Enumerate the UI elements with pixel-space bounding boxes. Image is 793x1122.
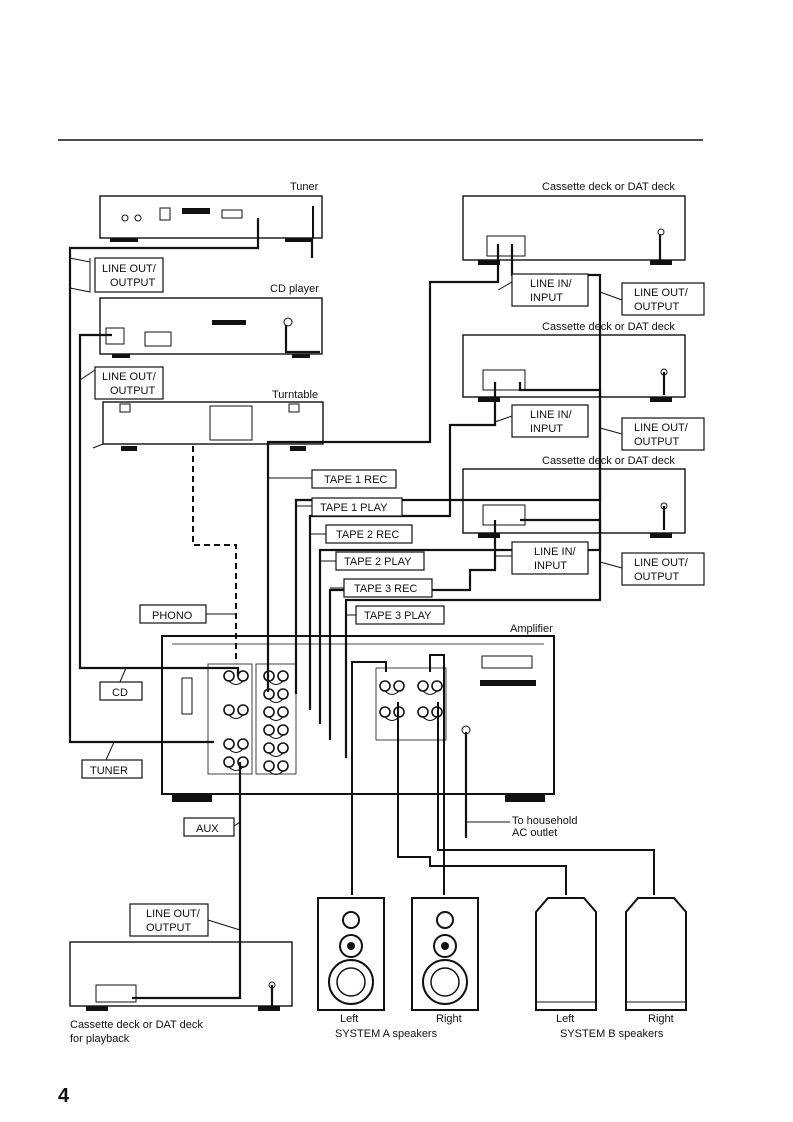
label-deck2-out: LINE OUT/ OUTPUT [599, 417, 705, 451]
label-tape3-rec: TAPE 3 REC [330, 578, 433, 598]
speaker-b-left-label: Left [556, 1013, 574, 1025]
label-tuner-text: TUNER [90, 765, 128, 777]
label-deck1-out-line2: OUTPUT [634, 301, 680, 313]
amp-input-jack [223, 756, 249, 771]
cassette-deck-2-unit [462, 334, 686, 402]
label-tuner-out-line1: LINE OUT/ [102, 263, 157, 275]
label-tape3-rec-text: TAPE 3 REC [354, 583, 417, 595]
label-deck1-in: LINE IN/ INPUT [497, 273, 589, 307]
cassette-deck-2-label: Cassette deck or DAT deck [542, 321, 675, 333]
label-tape2-rec-text: TAPE 2 REC [336, 529, 399, 541]
label-deck1-in-line2: INPUT [530, 292, 563, 304]
label-deck2-in: LINE IN/ INPUT [494, 404, 589, 438]
speaker-system-a-left [317, 897, 385, 1011]
label-tape1-play: TAPE 1 PLAY [296, 497, 403, 517]
label-cd-out: LINE OUT/ OUTPUT [79, 366, 164, 400]
speaker-system-b-right [625, 897, 687, 1011]
page-number: 4 [58, 1085, 70, 1107]
label-phono-text: PHONO [152, 610, 193, 622]
label-playback-out-line2: OUTPUT [146, 922, 192, 934]
label-deck1-in-line1: LINE IN/ [530, 278, 573, 290]
speaker-terminal [417, 680, 443, 695]
amp-tape-jack [263, 760, 289, 775]
tuner-unit [99, 195, 323, 242]
turntable-label: Turntable [272, 389, 318, 401]
amp-tape-jack [263, 706, 289, 721]
cassette-deck-1-unit [462, 195, 686, 265]
playback-deck-unit [69, 941, 293, 1011]
amp-tape-jack [263, 724, 289, 739]
label-deck1-out: LINE OUT/ OUTPUT [599, 282, 705, 316]
label-tape1-play-text: TAPE 1 PLAY [320, 502, 388, 514]
speaker-b-right-label: Right [648, 1013, 674, 1025]
cassette-deck-3-label: Cassette deck or DAT deck [542, 455, 675, 467]
label-phono: PHONO [139, 604, 236, 624]
speaker-a-caption: SYSTEM A speakers [335, 1028, 438, 1040]
speaker-terminal [379, 680, 405, 695]
label-tape2-play: TAPE 2 PLAY [320, 551, 425, 571]
label-aux-text: AUX [196, 823, 219, 835]
label-deck3-in-line2: INPUT [534, 560, 567, 572]
label-tape3-play-text: TAPE 3 PLAY [364, 610, 432, 622]
label-deck3-in: LINE IN/ INPUT [495, 541, 589, 575]
label-deck2-in-line2: INPUT [530, 423, 563, 435]
tuner-label: Tuner [290, 181, 319, 193]
ac-outlet-label-2: AC outlet [512, 827, 557, 839]
label-cd: CD [99, 667, 143, 701]
speaker-system-a-right [411, 897, 479, 1011]
label-tape1-rec-text: TAPE 1 REC [324, 474, 387, 486]
turntable-unit [92, 401, 324, 451]
label-tape2-rec: TAPE 2 REC [310, 524, 413, 544]
label-cd-text: CD [112, 687, 128, 699]
cd-player-unit [99, 297, 323, 358]
label-deck3-out: LINE OUT/ OUTPUT [599, 552, 705, 586]
signal-cables [68, 218, 666, 1010]
cassette-deck-3-unit [462, 468, 686, 538]
amp-input-jack [223, 738, 249, 753]
phono-cable [192, 446, 237, 660]
speaker-cables [351, 654, 655, 895]
label-cd-out-line1: LINE OUT/ [102, 371, 157, 383]
label-tape3-play: TAPE 3 PLAY [346, 605, 445, 625]
speaker-system-b-left [535, 897, 597, 1011]
amp-input-jack [223, 704, 249, 719]
cassette-deck-1-label: Cassette deck or DAT deck [542, 181, 675, 193]
label-tape2-play-text: TAPE 2 PLAY [344, 556, 412, 568]
amplifier-label: Amplifier [510, 623, 553, 635]
label-deck2-out-line2: OUTPUT [634, 436, 680, 448]
label-tuner-out: LINE OUT/ OUTPUT [69, 257, 164, 293]
label-deck3-out-line1: LINE OUT/ [634, 557, 689, 569]
label-playback-out: LINE OUT/ OUTPUT [129, 903, 241, 937]
speaker-a-right-label: Right [436, 1013, 462, 1025]
amp-jacks [223, 670, 443, 775]
label-aux: AUX [183, 817, 241, 837]
ac-outlet-label-1: To household [512, 815, 577, 827]
label-deck2-out-line1: LINE OUT/ [634, 422, 689, 434]
speaker-a-left-label: Left [340, 1013, 358, 1025]
label-deck1-out-line1: LINE OUT/ [634, 287, 689, 299]
label-cd-out-line2: OUTPUT [110, 385, 156, 397]
cd-player-label: CD player [270, 283, 319, 295]
label-tape1-rec: TAPE 1 REC [268, 469, 397, 489]
label-tuner: TUNER [81, 741, 143, 779]
amp-tape-jack [263, 742, 289, 757]
label-playback-out-line1: LINE OUT/ [146, 908, 201, 920]
label-deck3-out-line2: OUTPUT [634, 571, 680, 583]
label-deck3-in-line1: LINE IN/ [534, 546, 577, 558]
label-tuner-out-line2: OUTPUT [110, 277, 156, 289]
label-deck2-in-line1: LINE IN/ [530, 409, 573, 421]
amplifier-unit [161, 635, 555, 802]
playback-deck-label-2: for playback [70, 1033, 130, 1045]
speaker-b-caption: SYSTEM B speakers [560, 1028, 664, 1040]
playback-deck-label-1: Cassette deck or DAT deck [70, 1019, 203, 1031]
